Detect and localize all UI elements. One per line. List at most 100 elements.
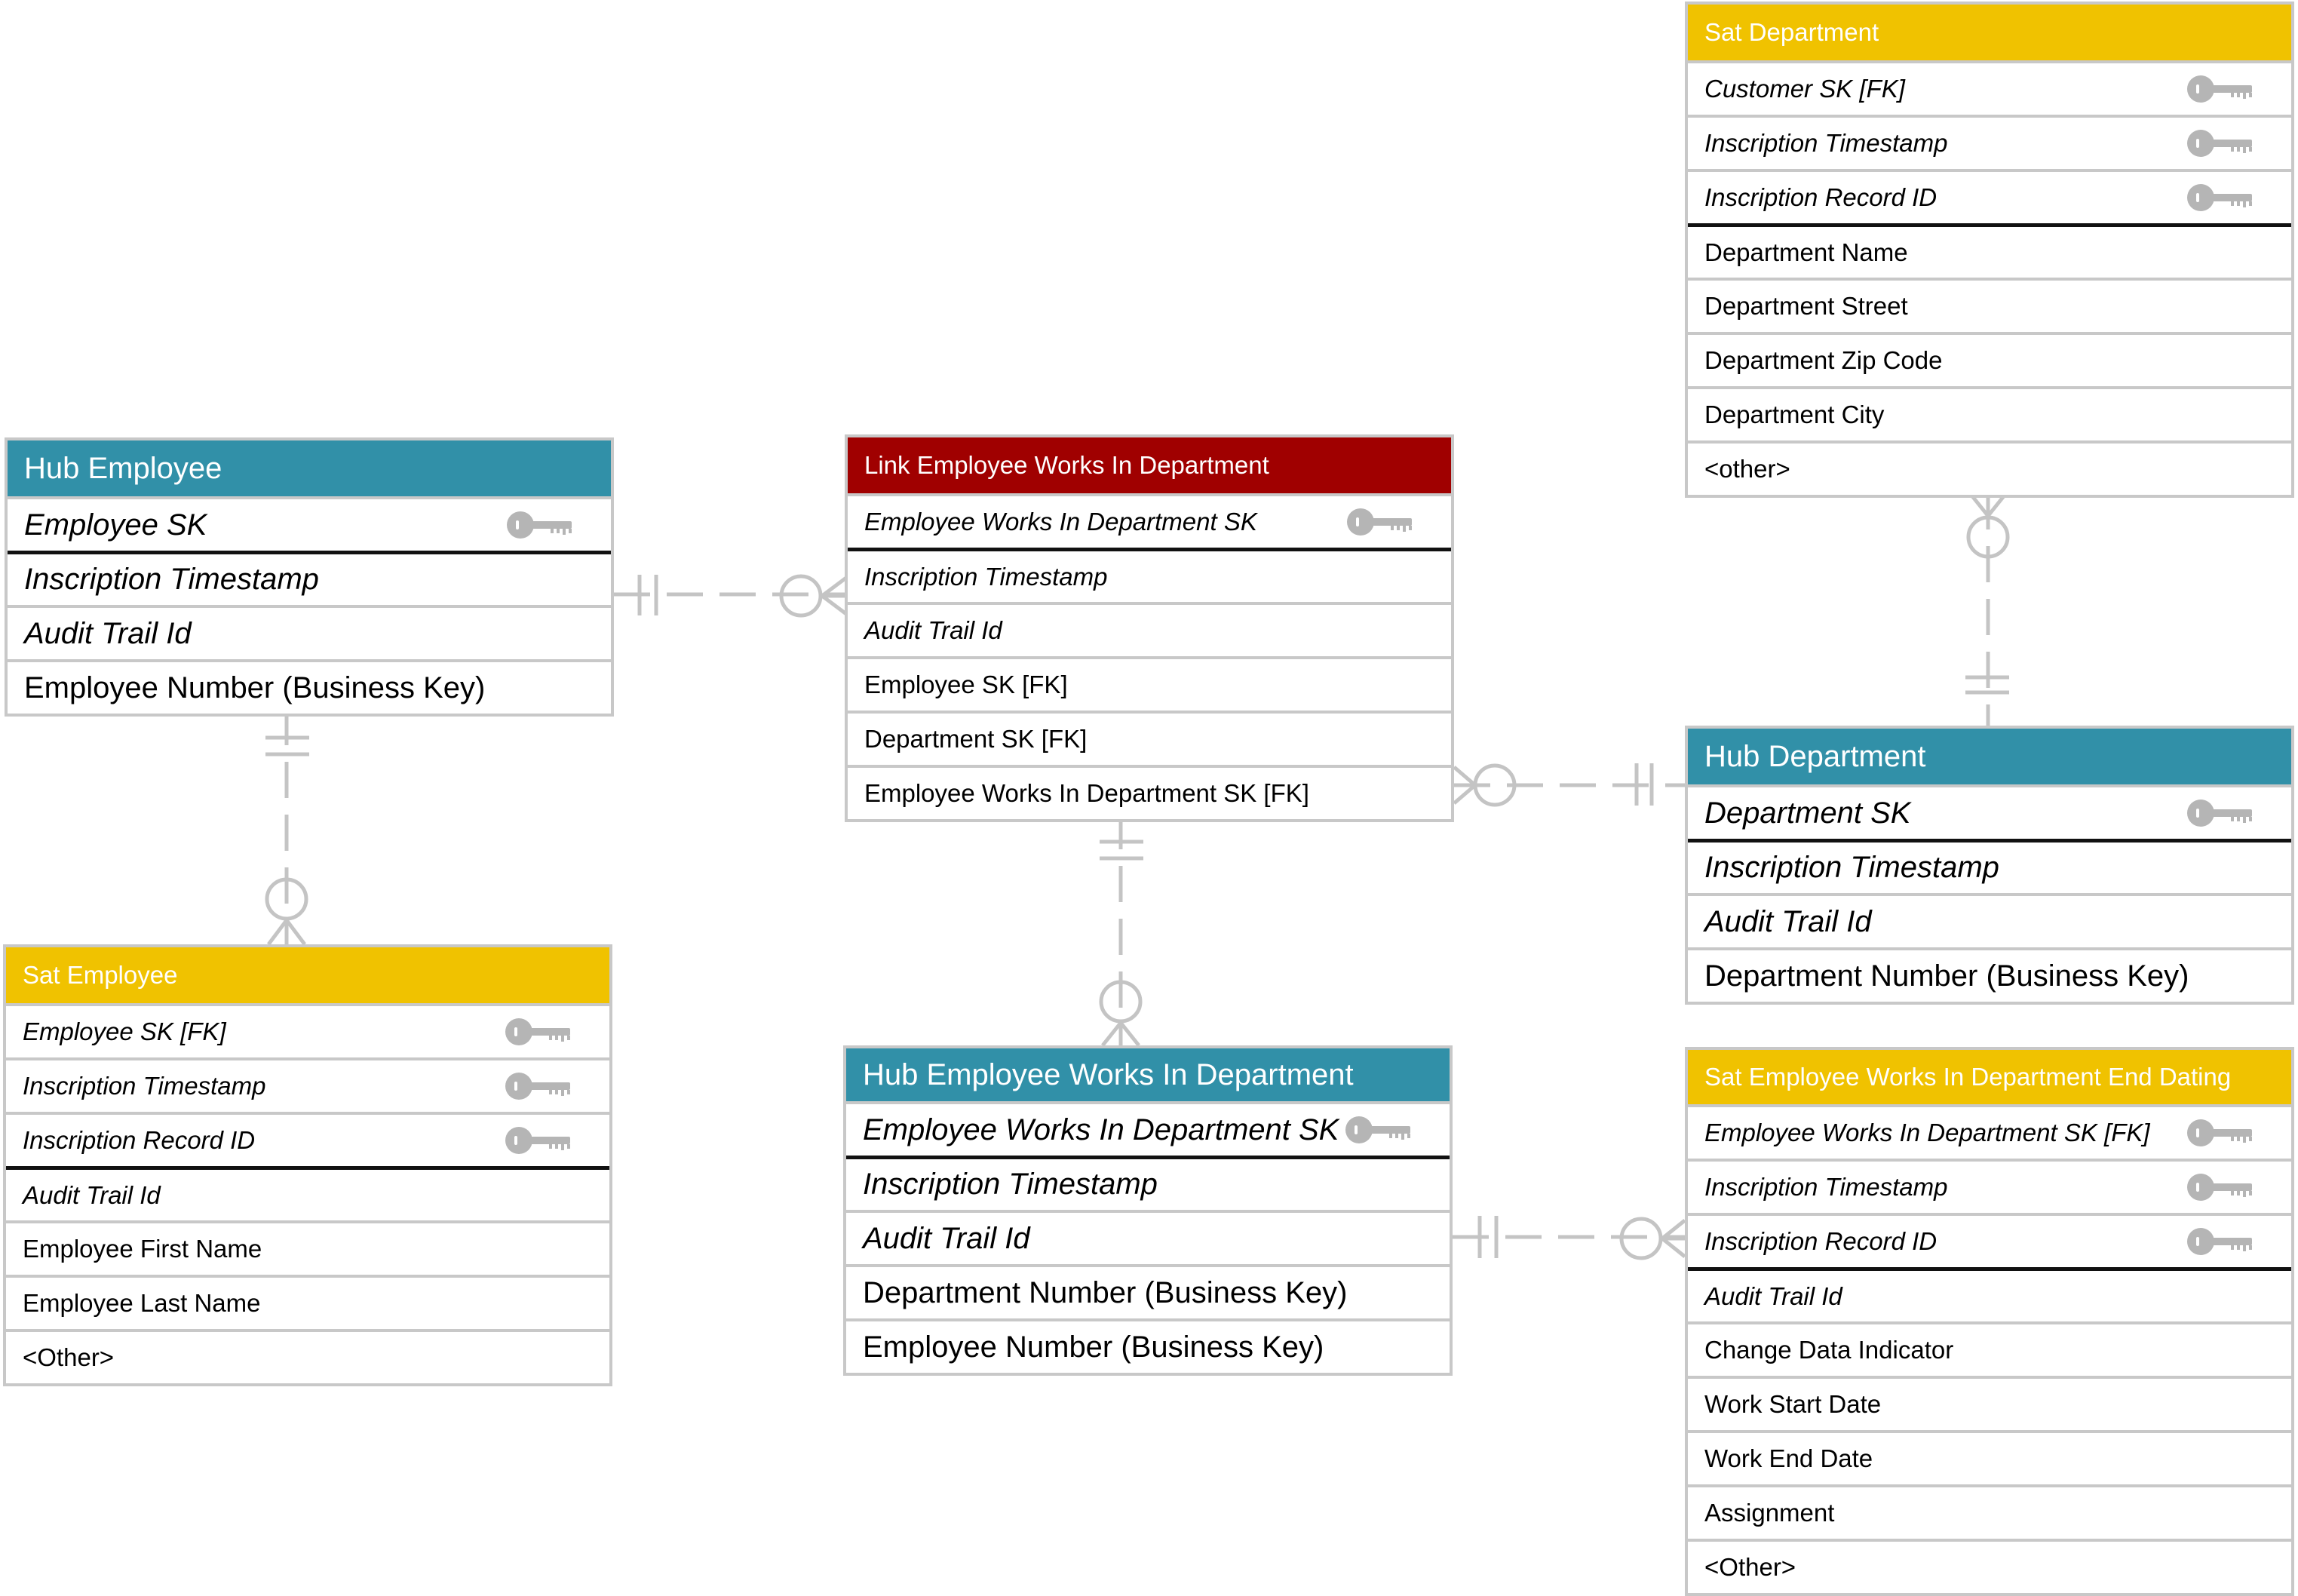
attribute-row-audit-trail-id[interactable]: Audit Trail Id	[848, 602, 1451, 656]
attribute-row-employee-sk[interactable]: Employee SK	[8, 496, 611, 551]
attribute-row-employee-first-name[interactable]: Employee First Name	[6, 1220, 609, 1275]
entity-title: Sat Department	[1688, 5, 2291, 60]
attribute-label: Department Street	[1704, 292, 1908, 320]
attribute-row-employee-sk-fk[interactable]: Employee SK [FK]	[848, 656, 1451, 711]
key-icon	[2187, 75, 2252, 103]
key-icon	[505, 1127, 570, 1154]
attribute-label: Assignment	[1704, 1499, 1835, 1527]
attribute-row-inscription-timestamp[interactable]: Inscription Timestamp	[1688, 1159, 2291, 1213]
connector-link-to-hub-employee-dept	[1099, 813, 1143, 1047]
attribute-row-employee-works-in-department-sk[interactable]: Employee Works In Department SK	[846, 1101, 1450, 1156]
key-icon	[1345, 1116, 1410, 1143]
attribute-row-employee-works-in-department-sk[interactable]: Employee Works In Department SK	[848, 493, 1451, 548]
attribute-label: Inscription Timestamp	[24, 563, 319, 596]
attribute-row-other[interactable]: <other>	[1688, 440, 2291, 495]
attribute-row-audit-trail-id[interactable]: Audit Trail Id	[1688, 1267, 2291, 1321]
attribute-label: Customer SK [FK]	[1704, 75, 1905, 103]
entity-title: Hub Employee Works In Department	[846, 1048, 1450, 1101]
attribute-row-audit-trail-id[interactable]: Audit Trail Id	[1688, 893, 2291, 947]
key-icon	[2187, 1119, 2252, 1146]
attribute-row-audit-trail-id[interactable]: Audit Trail Id	[846, 1210, 1450, 1264]
attribute-row-other[interactable]: <Other>	[6, 1329, 609, 1383]
attribute-label: Inscription Record ID	[23, 1126, 256, 1154]
attribute-label: Inscription Timestamp	[1704, 1173, 1948, 1201]
connector-hub-department-to-sat-department	[1965, 492, 2010, 726]
attribute-row-customer-sk-fk[interactable]: Customer SK [FK]	[1688, 60, 2291, 115]
attribute-label: Inscription Timestamp	[863, 1168, 1158, 1201]
attribute-row-audit-trail-id[interactable]: Audit Trail Id	[6, 1166, 609, 1220]
attribute-label: Department SK [FK]	[864, 725, 1088, 753]
key-icon	[2187, 1174, 2252, 1201]
attribute-row-employee-sk-fk[interactable]: Employee SK [FK]	[6, 1003, 609, 1057]
attribute-row-inscription-record-id[interactable]: Inscription Record ID	[1688, 1213, 2291, 1267]
attribute-row-department-sk-fk[interactable]: Department SK [FK]	[848, 711, 1451, 765]
key-icon	[1347, 508, 1412, 536]
attribute-label: Change Data Indicator	[1704, 1336, 1954, 1364]
key-icon	[505, 1073, 570, 1100]
attribute-row-department-city[interactable]: Department City	[1688, 386, 2291, 440]
attribute-label: Work End Date	[1704, 1444, 1873, 1472]
attribute-label: Department Number (Business Key)	[1704, 959, 2189, 993]
entity-title: Sat Employee Works In Department End Dat…	[1688, 1050, 2291, 1104]
attribute-label: Employee SK	[24, 508, 207, 542]
attribute-row-department-zip-code[interactable]: Department Zip Code	[1688, 332, 2291, 386]
attribute-label: Employee Works In Department SK	[863, 1113, 1339, 1146]
attribute-row-department-number-business-key[interactable]: Department Number (Business Key)	[1688, 947, 2291, 1002]
attribute-row-other[interactable]: <Other>	[1688, 1539, 2291, 1593]
attribute-label: Department SK	[1704, 796, 1911, 830]
attribute-row-employee-number-business-key[interactable]: Employee Number (Business Key)	[846, 1318, 1450, 1373]
attribute-label: Department City	[1704, 401, 1885, 428]
attribute-row-employee-works-in-department-sk-fk[interactable]: Employee Works In Department SK [FK]	[1688, 1104, 2291, 1159]
attribute-label: Department Number (Business Key)	[863, 1275, 1348, 1309]
attribute-label: Work Start Date	[1704, 1390, 1882, 1418]
attribute-row-employee-number-business-key[interactable]: Employee Number (Business Key)	[8, 659, 611, 714]
attribute-label: Employee Number (Business Key)	[24, 671, 486, 704]
attribute-row-inscription-timestamp[interactable]: Inscription Timestamp	[846, 1156, 1450, 1210]
key-icon	[507, 511, 572, 539]
attribute-row-department-sk[interactable]: Department SK	[1688, 784, 2291, 839]
attribute-row-department-number-business-key[interactable]: Department Number (Business Key)	[846, 1264, 1450, 1318]
attribute-label: Employee Last Name	[23, 1289, 261, 1317]
attribute-row-department-name[interactable]: Department Name	[1688, 223, 2291, 278]
attribute-row-inscription-timestamp[interactable]: Inscription Timestamp	[8, 551, 611, 605]
attribute-row-employee-works-in-department-sk-fk[interactable]: Employee Works In Department SK [FK]	[848, 765, 1451, 819]
attribute-row-inscription-timestamp[interactable]: Inscription Timestamp	[848, 548, 1451, 602]
sat-employee-works-in-department-end-dating-entity[interactable]: Sat Employee Works In Department End Dat…	[1685, 1047, 2294, 1596]
attribute-row-audit-trail-id[interactable]: Audit Trail Id	[8, 605, 611, 659]
attribute-row-inscription-timestamp[interactable]: Inscription Timestamp	[6, 1057, 609, 1112]
attribute-label: Audit Trail Id	[863, 1221, 1030, 1255]
attribute-row-inscription-record-id[interactable]: Inscription Record ID	[1688, 169, 2291, 223]
key-icon	[2187, 184, 2252, 211]
attribute-row-work-end-date[interactable]: Work End Date	[1688, 1430, 2291, 1484]
attribute-label: Inscription Timestamp	[1704, 851, 1999, 884]
entity-title: Hub Department	[1688, 729, 2291, 784]
attribute-label: Employee Works In Department SK [FK]	[864, 779, 1309, 807]
attribute-label: Audit Trail Id	[1704, 904, 1872, 938]
attribute-row-inscription-record-id[interactable]: Inscription Record ID	[6, 1112, 609, 1166]
attribute-label: Inscription Timestamp	[23, 1072, 266, 1100]
attribute-row-inscription-timestamp[interactable]: Inscription Timestamp	[1688, 115, 2291, 169]
attribute-row-assignment[interactable]: Assignment	[1688, 1484, 2291, 1539]
attribute-label: Audit Trail Id	[24, 616, 192, 650]
attribute-label: Department Zip Code	[1704, 346, 1943, 374]
attribute-label: Inscription Record ID	[1704, 183, 1937, 211]
attribute-label: Employee Number (Business Key)	[863, 1330, 1324, 1364]
attribute-label: Audit Trail Id	[864, 616, 1002, 644]
entity-title: Link Employee Works In Department	[848, 437, 1451, 493]
attribute-row-department-street[interactable]: Department Street	[1688, 278, 2291, 332]
connector-hub-department-to-link	[1453, 763, 1685, 807]
attribute-row-change-data-indicator[interactable]: Change Data Indicator	[1688, 1321, 2291, 1376]
attribute-label: Audit Trail Id	[23, 1180, 161, 1209]
attribute-row-employee-last-name[interactable]: Employee Last Name	[6, 1275, 609, 1329]
attribute-label: Employee Works In Department SK	[864, 508, 1257, 536]
attribute-row-work-start-date[interactable]: Work Start Date	[1688, 1376, 2291, 1430]
attribute-row-inscription-timestamp[interactable]: Inscription Timestamp	[1688, 839, 2291, 893]
attribute-label: Employee SK [FK]	[864, 671, 1068, 698]
attribute-label: <Other>	[23, 1343, 115, 1371]
